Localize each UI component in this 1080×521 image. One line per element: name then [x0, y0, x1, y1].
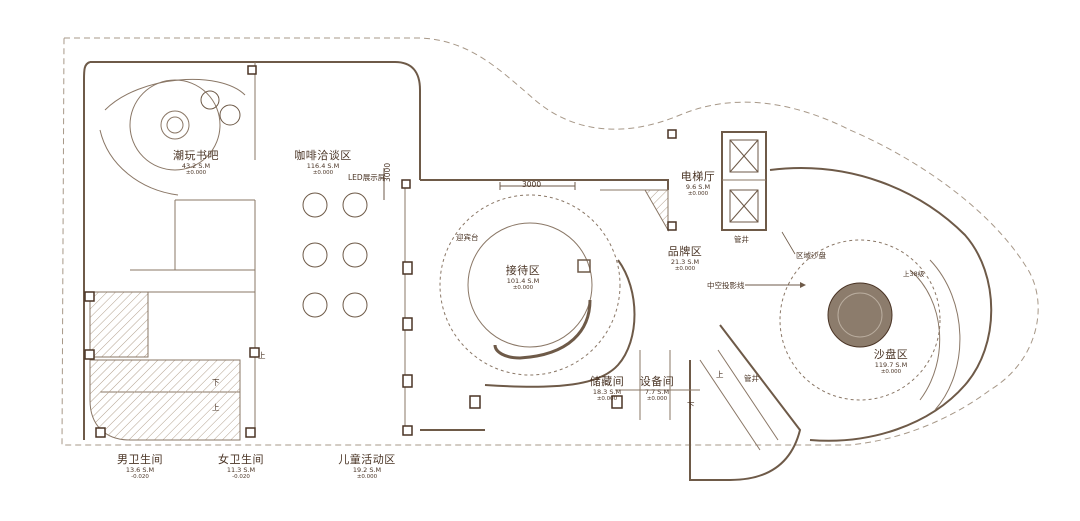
room-name: 咖啡洽谈区 [294, 149, 352, 162]
sandtable-area-wall [769, 167, 993, 442]
room-label-kids-area: 儿童活动区 19.2 S.M ±0.000 [338, 453, 396, 481]
reception-desk [493, 299, 592, 360]
room-area: 116.4 S.M [306, 161, 340, 170]
room-label-storage: 储藏间 18.3 S.M ±0.000 [589, 375, 625, 403]
room-area: 9.6 S.M [685, 182, 711, 191]
room-name: 儿童活动区 [338, 453, 396, 466]
room-level: ±0.000 [646, 396, 668, 403]
room-label-womens-washroom: 女卫生间 11.3 S.M -0.020 [218, 453, 264, 481]
room-area: 13.6 S.M [125, 465, 155, 474]
stairs-up-mark-3: 上 [716, 370, 724, 379]
room-area: 11.3 S.M [226, 465, 256, 474]
central-block-wall [420, 179, 669, 190]
left-outer-wall [83, 61, 91, 440]
service-core-hatch [89, 291, 149, 358]
room-level: ±0.000 [312, 170, 334, 177]
site-boundary [61, 37, 1039, 446]
room-level: ±0.000 [674, 266, 696, 273]
room-area: 7.7 S.M [644, 387, 670, 396]
vertical-dimension: 3000 [383, 162, 392, 182]
stairs-up-mark-2: 上 [258, 351, 266, 360]
room-label-equipment: 设备间 7.7 S.M ±0.000 [639, 375, 675, 403]
room-name: 设备间 [639, 375, 675, 388]
stairs-down-mark: 下 [212, 378, 220, 387]
stair-hall-wall [689, 324, 802, 481]
room-level: ±0.000 [512, 285, 534, 292]
room-area: 43.2 S.M [181, 161, 211, 170]
reception-desk-note: 迎宾台 [456, 233, 479, 242]
stairs-down-mark-2: 下 [687, 401, 695, 410]
horizontal-dimension: 3000 [522, 180, 542, 189]
room-label-cafe: 咖啡洽谈区 116.4 S.M ±0.000 [294, 149, 352, 177]
room-area: 18.3 S.M [592, 387, 622, 396]
room-label-sandtable: 沙盘区 119.7 S.M ±0.000 [873, 348, 909, 376]
reception-curved-wall [484, 259, 636, 388]
room-area: 21.3 S.M [670, 257, 700, 266]
room-level: ±0.000 [185, 170, 207, 177]
room-name: 接待区 [505, 264, 541, 277]
room-label-elevator-hall: 电梯厅 9.6 S.M ±0.000 [680, 170, 716, 198]
room-name: 男卫生间 [117, 453, 163, 466]
mens-washroom-hatch [89, 359, 241, 441]
corner-hatch [644, 189, 669, 232]
regional-model-note: 区域沙盘 [796, 251, 826, 260]
left-block-wall [90, 61, 421, 180]
room-level: -0.020 [131, 474, 149, 481]
shaft-note: 管井 [734, 235, 749, 244]
room-name: 电梯厅 [680, 170, 716, 183]
room-level: ±0.000 [596, 396, 618, 403]
room-label-mens-washroom: 男卫生间 13.6 S.M -0.020 [117, 453, 163, 481]
led-screen-note: LED展示屏 [348, 173, 386, 182]
room-level: ±0.000 [356, 474, 378, 481]
room-name: 沙盘区 [873, 348, 909, 361]
elevator-block [721, 131, 767, 231]
sand-table-model [827, 282, 893, 348]
room-level: ±0.000 [687, 191, 709, 198]
room-label-book-bar: 潮玩书吧 43.2 S.M ±0.000 [173, 149, 219, 177]
room-name: 潮玩书吧 [173, 149, 219, 162]
room-label-brand: 品牌区 21.3 S.M ±0.000 [667, 245, 703, 273]
room-area: 119.7 S.M [874, 360, 908, 369]
room-name: 储藏间 [589, 375, 625, 388]
room-area: 101.4 S.M [506, 276, 540, 285]
room-area: 19.2 S.M [352, 465, 382, 474]
room-level: -0.020 [232, 474, 250, 481]
stairs-up-mark: 上 [212, 403, 220, 412]
shaft-note-2: 管井 [744, 374, 759, 383]
stairs-up-note: 上38级 [903, 270, 925, 278]
room-name: 品牌区 [667, 245, 703, 258]
projection-line-note: 中空投影线 [707, 281, 745, 290]
room-name: 女卫生间 [218, 453, 264, 466]
room-level: ±0.000 [880, 369, 902, 376]
room-label-reception: 接待区 101.4 S.M ±0.000 [505, 264, 541, 292]
